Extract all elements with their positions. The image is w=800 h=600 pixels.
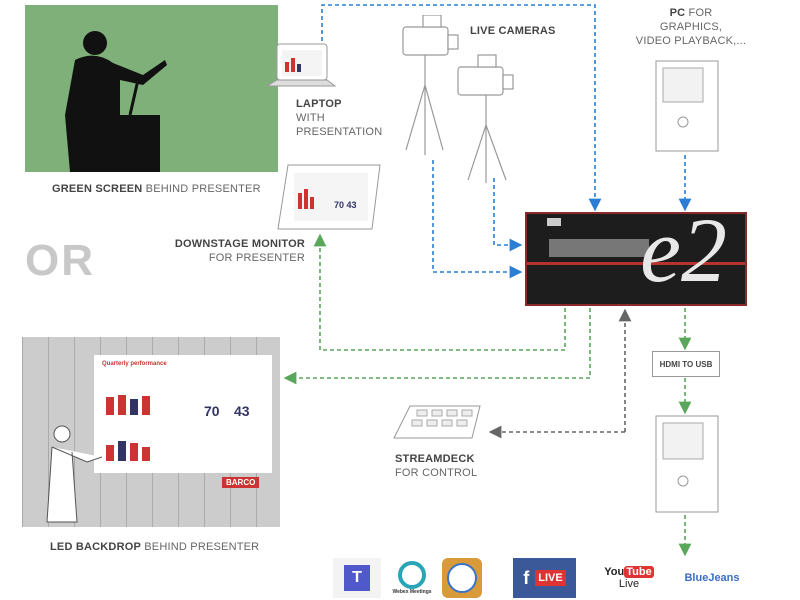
e2-to-led-arrow [283,308,591,385]
bluejeans-logo: BlueJeans [684,572,740,584]
svg-text:70 43: 70 43 [334,200,357,210]
or-label: OR [25,236,95,285]
pc-tower-icon [655,60,719,152]
laptop-to-e2-arrow [321,4,602,212]
camera1-to-e2-arrow [432,160,523,279]
led-backdrop-image: Quarterly performance 70 43 BARCO [22,337,280,527]
teams-logo: T [333,558,381,598]
green-screen-image [25,5,278,172]
e2-logo: e2 [640,199,727,301]
e2-to-monitor-arrow [313,233,566,351]
presenter-figure [46,425,103,523]
streamdeck-icon [393,405,481,439]
zoom-rooms-logo [442,558,482,598]
laptop-icon [265,43,337,87]
hdmi-to-usb-box: HDMI TO USB [652,351,720,377]
camera2-to-e2-arrow [493,178,523,252]
streaming-pc-icon [655,415,719,513]
downstage-monitor-icon: 70 43 [277,164,381,230]
presentation-slide: Quarterly performance 70 43 [94,355,272,473]
live-cameras-label: LIVE CAMERAS [470,25,556,37]
led-backdrop-label: LED BACKDROP BEHIND PRESENTER [50,541,260,553]
webex-logo: Webex Meetings [390,558,434,598]
live-cameras-icon [402,15,514,183]
green-screen-label: GREEN SCREEN BEHIND PRESENTER [52,183,261,195]
slide-bars [106,395,150,461]
e2-processor: e2 [525,200,747,306]
presenter-silhouette [65,31,167,172]
